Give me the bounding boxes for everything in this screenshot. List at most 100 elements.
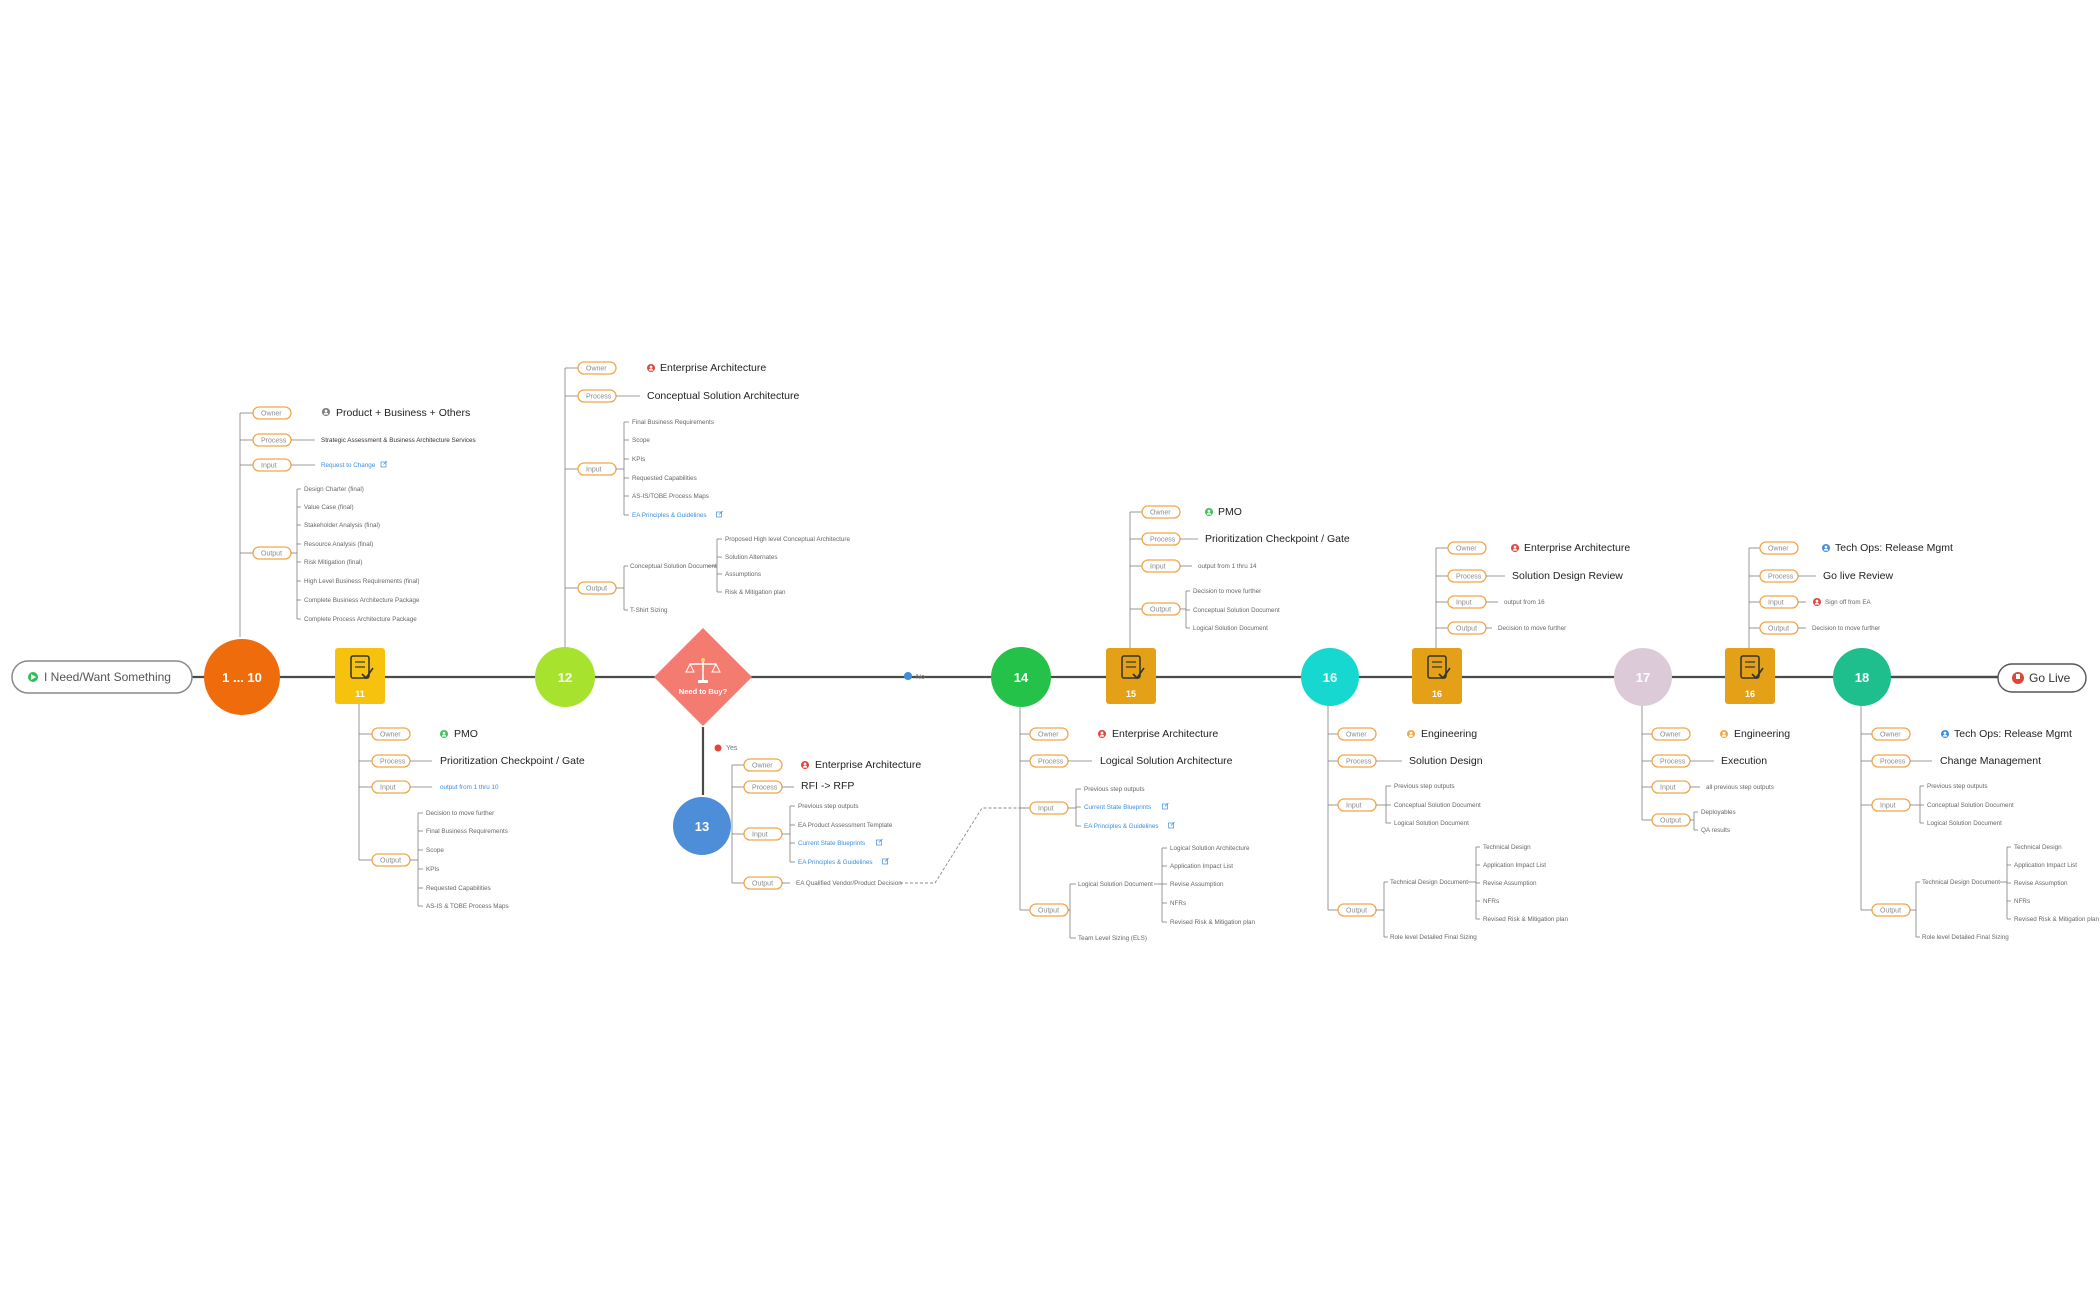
node-18[interactable]: 18 bbox=[1833, 648, 1891, 706]
pill-owner[interactable]: Owner bbox=[252, 406, 292, 420]
pill-owner[interactable]: Owner bbox=[1759, 541, 1799, 555]
pill-output[interactable]: Output bbox=[743, 876, 783, 890]
branch-item: Conceptual Solution Document bbox=[1927, 802, 2014, 809]
start-node[interactable]: I Need/Want Something bbox=[11, 660, 193, 694]
branch-16: OwnerProcessInputOutputEngineeringSoluti… bbox=[1327, 706, 1569, 941]
pill-output[interactable]: Output bbox=[1141, 602, 1181, 616]
branch-item: Solution Alternates bbox=[725, 554, 778, 561]
gate-15[interactable]: 15 bbox=[1106, 648, 1156, 704]
yes-label: Yes bbox=[714, 744, 738, 752]
branch-item: Value Case (final) bbox=[304, 504, 354, 511]
branch-item: Complete Process Architecture Package bbox=[304, 616, 417, 623]
pill-output[interactable]: Output bbox=[577, 581, 617, 595]
node-14[interactable]: 14 bbox=[991, 647, 1051, 707]
branch-item: KPIs bbox=[426, 866, 439, 873]
pill-process[interactable]: Process bbox=[1337, 754, 1377, 768]
pill-input[interactable]: Input bbox=[577, 462, 617, 476]
node-16[interactable]: 16 bbox=[1301, 648, 1359, 706]
pill-input[interactable]: Input bbox=[1141, 559, 1181, 573]
pill-label: Owner bbox=[1346, 731, 1367, 738]
gate-11[interactable]: 11 bbox=[335, 648, 385, 704]
branch-item: NFRs bbox=[1170, 900, 1186, 907]
branch-item: Revise Assumption bbox=[1483, 880, 1537, 887]
node-1-10[interactable]: 1 ... 10 bbox=[204, 639, 280, 715]
process-value: Strategic Assessment & Business Architec… bbox=[321, 437, 476, 444]
pill-input[interactable]: Input bbox=[1447, 595, 1487, 609]
pill-owner[interactable]: Owner bbox=[1029, 727, 1069, 741]
pill-output[interactable]: Output bbox=[1759, 621, 1799, 635]
pill-label: Output bbox=[1038, 907, 1059, 914]
pill-label: Input bbox=[261, 462, 277, 469]
node-13[interactable]: 13 bbox=[673, 797, 731, 855]
pill-process[interactable]: Process bbox=[252, 433, 292, 447]
pill-process[interactable]: Process bbox=[371, 754, 411, 768]
pill-owner[interactable]: Owner bbox=[577, 361, 617, 375]
pill-output[interactable]: Output bbox=[1337, 903, 1377, 917]
branch-item: EA Principles & Guidelines bbox=[1084, 823, 1159, 830]
pill-process[interactable]: Process bbox=[1141, 532, 1181, 546]
branch-item: Revised Risk & Mitigation plan bbox=[2014, 916, 2100, 923]
user-icon bbox=[647, 364, 655, 372]
pill-input[interactable]: Input bbox=[371, 780, 411, 794]
output-doc: Logical Solution Document bbox=[1078, 881, 1153, 888]
pill-owner[interactable]: Owner bbox=[371, 727, 411, 741]
external-link-icon[interactable] bbox=[882, 857, 889, 865]
user-icon bbox=[440, 730, 448, 738]
gate-16-review[interactable]: 16 bbox=[1412, 648, 1462, 704]
pill-owner[interactable]: Owner bbox=[1871, 727, 1911, 741]
node-17[interactable]: 17 bbox=[1614, 648, 1672, 706]
pill-label: Output bbox=[752, 880, 773, 887]
pill-label: Process bbox=[261, 437, 287, 444]
branch-item: Final Business Requirements bbox=[632, 419, 714, 426]
decision-need-to-buy[interactable]: Need to Buy? bbox=[654, 628, 752, 726]
pill-output[interactable]: Output bbox=[252, 546, 292, 560]
external-link-icon[interactable] bbox=[380, 460, 388, 468]
pill-process[interactable]: Process bbox=[1651, 754, 1691, 768]
pill-input[interactable]: Input bbox=[1337, 798, 1377, 812]
user-icon bbox=[801, 761, 809, 769]
pill-output[interactable]: Output bbox=[1447, 621, 1487, 635]
pill-input[interactable]: Input bbox=[1029, 801, 1069, 815]
node-12[interactable]: 12 bbox=[535, 647, 595, 707]
pill-label: Input bbox=[1880, 802, 1896, 809]
end-node[interactable]: Go Live bbox=[1997, 663, 2087, 693]
process-value: Prioritization Checkpoint / Gate bbox=[440, 755, 585, 767]
pill-label: Output bbox=[586, 585, 607, 592]
user-icon bbox=[1205, 508, 1213, 516]
external-link-icon[interactable] bbox=[1162, 802, 1169, 810]
pill-input[interactable]: Input bbox=[1871, 798, 1911, 812]
pill-input[interactable]: Input bbox=[1651, 780, 1691, 794]
external-link-icon[interactable] bbox=[1168, 821, 1175, 829]
pill-input[interactable]: Input bbox=[252, 458, 292, 472]
pill-output[interactable]: Output bbox=[1029, 903, 1069, 917]
pill-process[interactable]: Process bbox=[743, 780, 783, 794]
pill-process[interactable]: Process bbox=[1871, 754, 1911, 768]
pill-output[interactable]: Output bbox=[371, 853, 411, 867]
pill-input[interactable]: Input bbox=[743, 827, 783, 841]
pill-label: Output bbox=[1346, 907, 1367, 914]
external-link-icon[interactable] bbox=[876, 838, 883, 846]
output-value: Decision to move further bbox=[1812, 625, 1880, 632]
pill-output[interactable]: Output bbox=[1871, 903, 1911, 917]
output-other: Role level Detailed Final Sizing bbox=[1390, 934, 1477, 941]
pill-process[interactable]: Process bbox=[1759, 569, 1799, 583]
pill-owner[interactable]: Owner bbox=[1447, 541, 1487, 555]
pill-owner[interactable]: Owner bbox=[1337, 727, 1377, 741]
pill-process[interactable]: Process bbox=[577, 389, 617, 403]
pill-input[interactable]: Input bbox=[1759, 595, 1799, 609]
external-link-icon[interactable] bbox=[716, 510, 723, 518]
pill-process[interactable]: Process bbox=[1447, 569, 1487, 583]
node-label: 18 bbox=[1855, 670, 1869, 685]
pill-label: Process bbox=[1038, 758, 1064, 765]
owner-value: Enterprise Architecture bbox=[815, 759, 921, 771]
pill-owner[interactable]: Owner bbox=[1651, 727, 1691, 741]
pill-process[interactable]: Process bbox=[1029, 754, 1069, 768]
node-label: 16 bbox=[1745, 689, 1755, 699]
gate-16-golive[interactable]: 16 bbox=[1725, 648, 1775, 704]
pill-output[interactable]: Output bbox=[1651, 813, 1691, 827]
pill-owner[interactable]: Owner bbox=[743, 758, 783, 772]
pill-owner[interactable]: Owner bbox=[1141, 505, 1181, 519]
branch-item: Design Charter (final) bbox=[304, 486, 364, 493]
pill-label: Owner bbox=[1768, 545, 1789, 552]
owner-value: Engineering bbox=[1734, 728, 1790, 740]
